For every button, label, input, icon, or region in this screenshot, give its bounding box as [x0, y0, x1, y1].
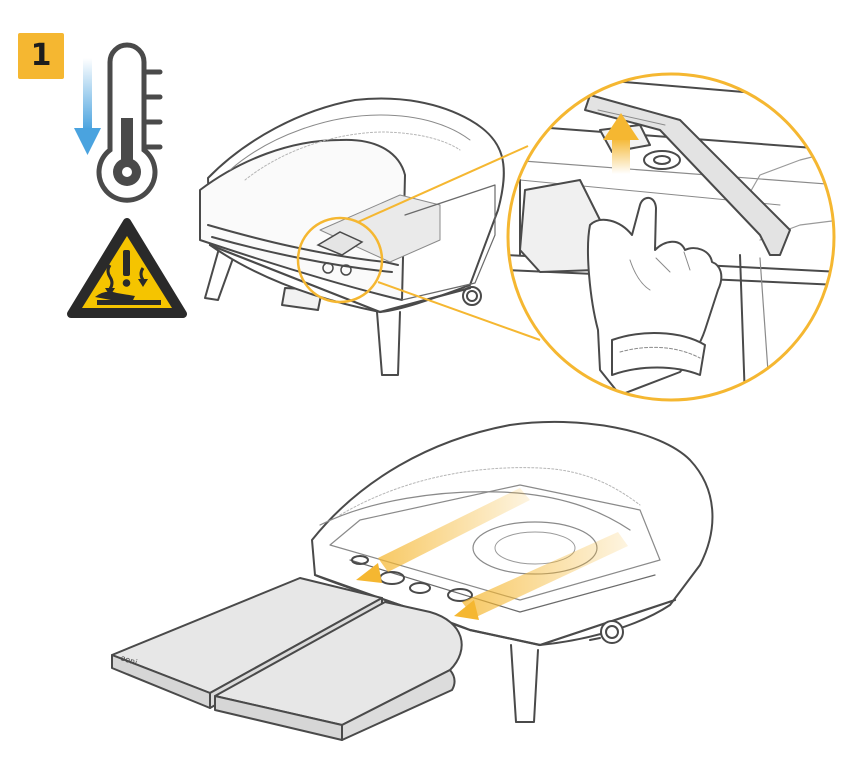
zoom-detail — [506, 72, 836, 402]
pizza-stone-right — [214, 601, 463, 741]
lift-up-arrow-icon — [603, 113, 639, 174]
cooling-down-arrow-icon — [74, 58, 101, 155]
step-number-badge: 1 — [18, 33, 64, 79]
oven-bottom-view — [311, 420, 714, 723]
zoom-connector-bottom — [377, 281, 541, 341]
oven-top-view — [199, 97, 505, 376]
cover-handle-small — [316, 231, 364, 276]
hot-surface-warning-icon — [67, 218, 187, 318]
thermometer-icon — [96, 42, 163, 203]
pull-out-arrow-icon — [356, 563, 479, 620]
zoom-callout-marker — [296, 216, 384, 304]
zoom-connector-top — [357, 145, 529, 223]
step-number: 1 — [30, 38, 52, 73]
pull-out-guide-bands — [378, 488, 628, 618]
